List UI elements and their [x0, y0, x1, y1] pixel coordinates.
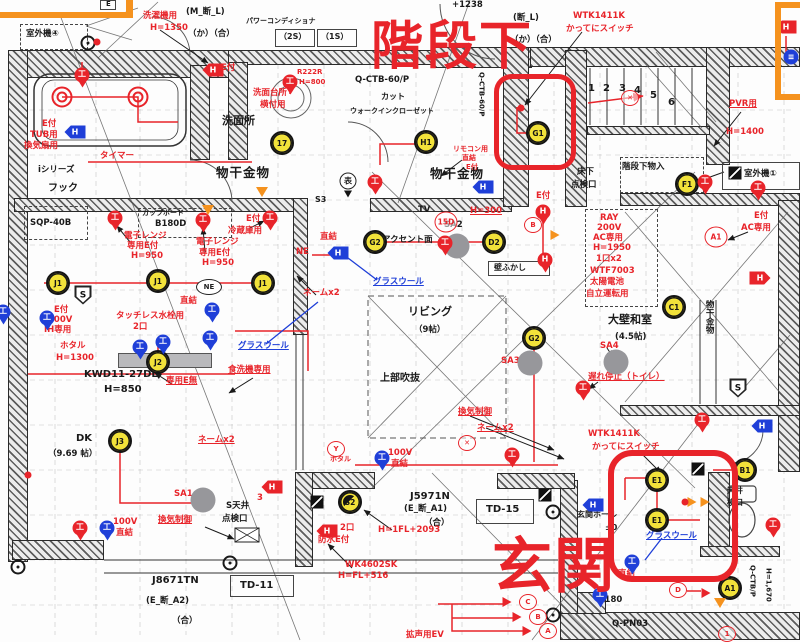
wall — [12, 540, 104, 560]
wall — [228, 62, 248, 160]
kabefukashi-box — [488, 261, 550, 276]
td15-box — [476, 499, 534, 524]
ray-box — [585, 209, 658, 307]
wall — [700, 546, 780, 557]
cupboard-box — [138, 208, 232, 238]
e-mark-box — [100, 0, 116, 10]
outdoor-unit-4-box — [20, 24, 88, 50]
wall — [497, 473, 575, 489]
td11-box — [230, 575, 294, 597]
wall — [295, 472, 313, 567]
outdoor-unit-1-box — [722, 162, 800, 190]
counter-bar — [118, 353, 212, 368]
wall — [190, 65, 210, 160]
pc-1s-box — [317, 29, 357, 47]
wall — [560, 612, 800, 640]
sqp-box — [24, 206, 88, 240]
pc-2s-box — [275, 29, 315, 47]
wall — [293, 198, 308, 335]
stair-closet-box — [620, 157, 704, 193]
wall — [587, 126, 710, 135]
